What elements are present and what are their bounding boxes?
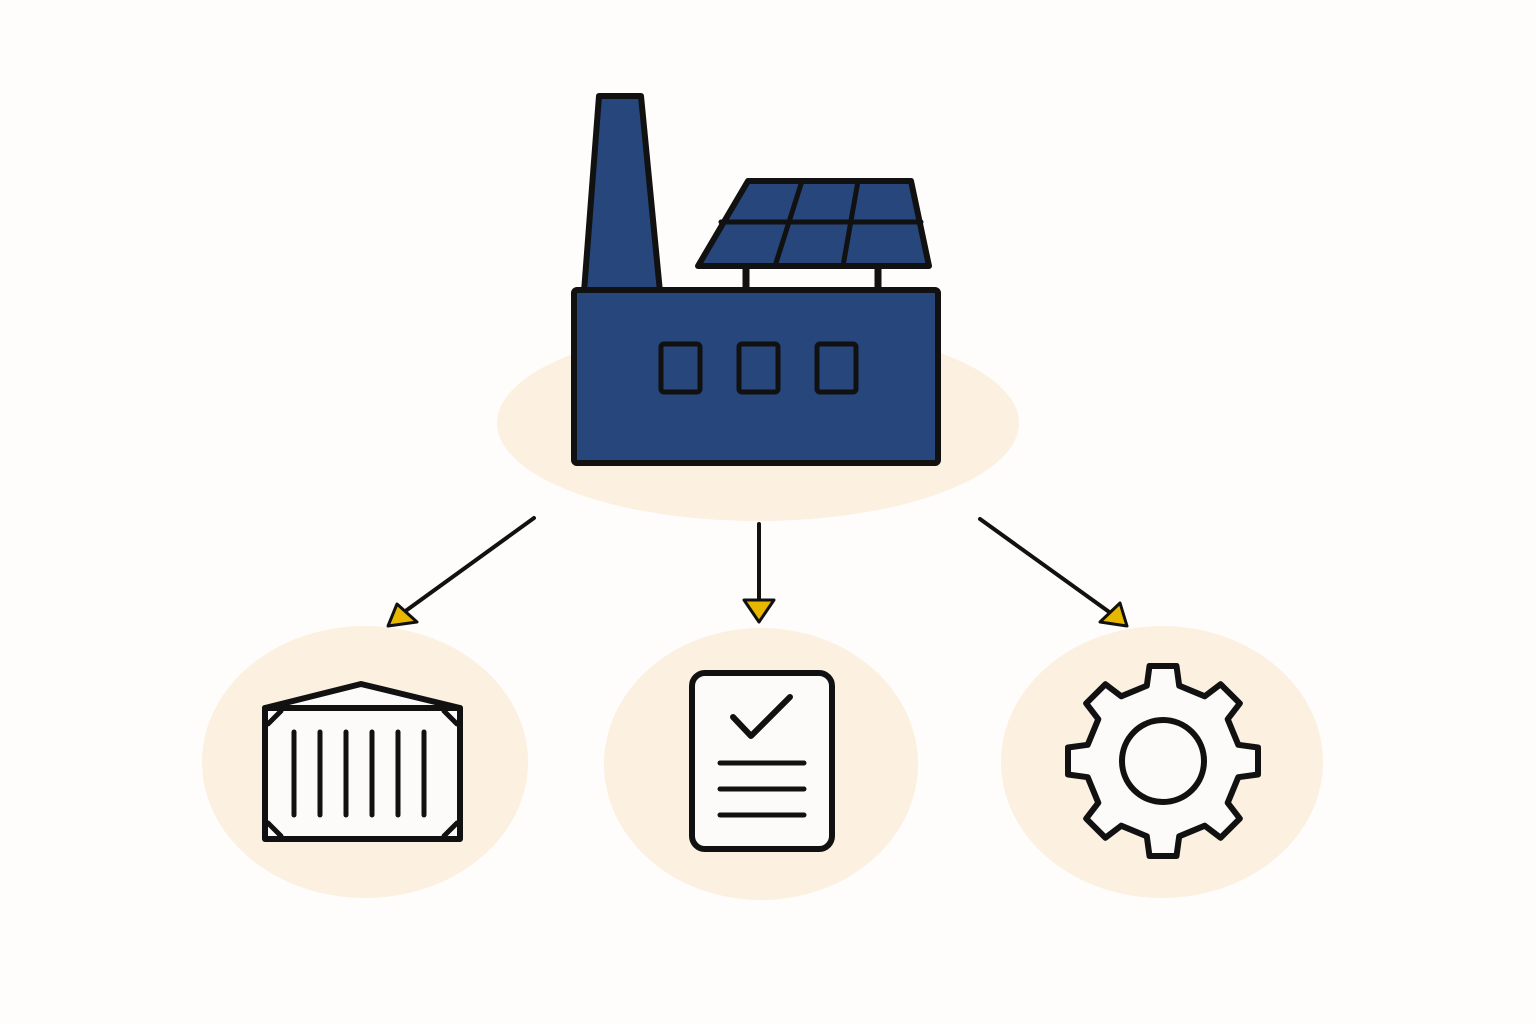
shipping-container-icon — [262, 681, 463, 842]
factory-window — [736, 341, 781, 395]
arrow-to-operations — [978, 517, 1129, 628]
chimney — [581, 93, 663, 295]
check-mark — [730, 694, 793, 739]
arrow-to-compliance — [742, 522, 776, 624]
arrow-to-shipping — [386, 516, 536, 628]
solar-factory-icon — [571, 93, 941, 466]
container-body — [262, 705, 463, 842]
document-lines — [717, 760, 807, 818]
container-ribs — [291, 729, 427, 818]
container-corner-brackets — [265, 708, 460, 839]
factory-window — [814, 341, 859, 395]
solar-panel-grid — [718, 178, 924, 269]
gear-hub — [1119, 717, 1207, 805]
gear-icon — [1065, 663, 1261, 859]
factory-window — [658, 341, 703, 395]
checklist-document-icon — [689, 670, 835, 852]
